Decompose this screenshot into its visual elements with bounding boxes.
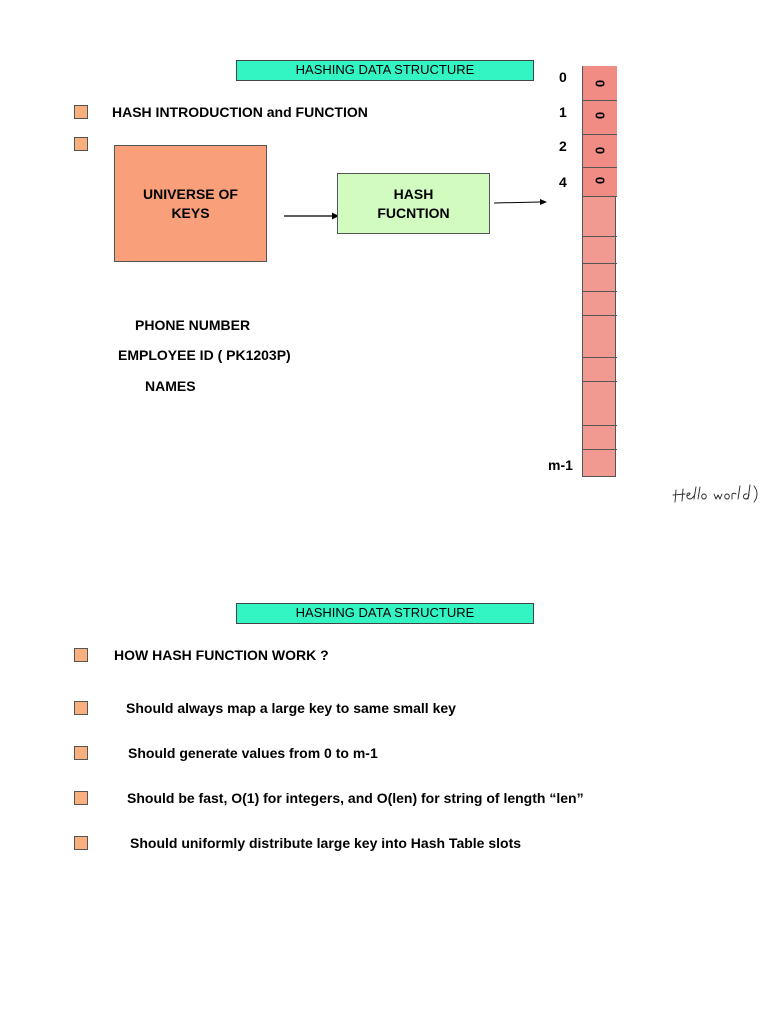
- section1-title: HASHING DATA STRUCTURE: [236, 60, 534, 81]
- key-example-names: NAMES: [145, 378, 196, 394]
- hash-table-slot: [583, 381, 617, 425]
- hash-table-slot: [583, 263, 617, 291]
- key-example-employee-id: EMPLOYEE ID ( PK1203P): [118, 347, 291, 363]
- hash-table-slot: [583, 449, 617, 478]
- bullet-icon: [74, 105, 88, 119]
- hash-table: 0 0 0 0: [582, 66, 617, 478]
- hash-box-line: FUCNTION: [377, 204, 450, 221]
- hash-table-slot: [583, 425, 617, 449]
- point-map-same-key: Should always map a large key to same sm…: [126, 700, 456, 716]
- index-label: 0: [559, 69, 567, 85]
- point-should-be-fast: Should be fast, O(1) for integers, and O…: [127, 790, 584, 806]
- universe-box-line: KEYS: [171, 204, 210, 221]
- slot-value: 0: [592, 176, 608, 185]
- question-how-hash-works: HOW HASH FUNCTION WORK ?: [114, 647, 329, 663]
- slot-value: 0: [592, 146, 608, 155]
- arrow-to-hash-table: [493, 199, 547, 205]
- handwritten-hello-world: [672, 484, 758, 503]
- universe-of-keys-box: UNIVERSE OF KEYS: [114, 145, 267, 262]
- bullet-icon: [74, 836, 88, 850]
- hash-table-slot: [583, 100, 617, 134]
- hash-table-slot: [583, 134, 617, 167]
- index-label: m-1: [548, 457, 573, 473]
- slot-value: 0: [592, 79, 608, 88]
- index-label: 2: [559, 138, 567, 154]
- point-generate-values: Should generate values from 0 to m-1: [128, 745, 378, 761]
- hash-function-box: HASH FUCNTION: [337, 173, 490, 234]
- hash-table-slot: [583, 66, 617, 100]
- index-label: 4: [559, 174, 567, 190]
- key-example-phone: PHONE NUMBER: [135, 317, 251, 333]
- point-uniform-distribution: Should uniformly distribute large key in…: [130, 835, 522, 851]
- universe-box-line: UNIVERSE OF: [143, 185, 238, 202]
- bullet-hash-introduction: HASH INTRODUCTION and FUNCTION: [112, 104, 368, 120]
- bullet-icon: [74, 701, 88, 715]
- hash-table-slot: [583, 315, 617, 357]
- bullet-icon: [74, 791, 88, 805]
- bullet-icon: [74, 648, 88, 662]
- slot-value: 0: [592, 111, 608, 120]
- bullet-icon: [74, 746, 88, 760]
- hash-table-slot: [583, 167, 617, 196]
- hash-box-line: HASH: [393, 185, 434, 202]
- index-label: 1: [559, 104, 567, 120]
- section2-title: HASHING DATA STRUCTURE: [236, 603, 534, 624]
- hash-table-slot: [583, 236, 617, 263]
- arrow-to-hash-function: [284, 212, 339, 220]
- bullet-icon: [74, 137, 88, 151]
- hash-table-slot: [583, 196, 617, 236]
- hash-table-slot: [583, 357, 617, 381]
- hash-table-slot: [583, 291, 617, 315]
